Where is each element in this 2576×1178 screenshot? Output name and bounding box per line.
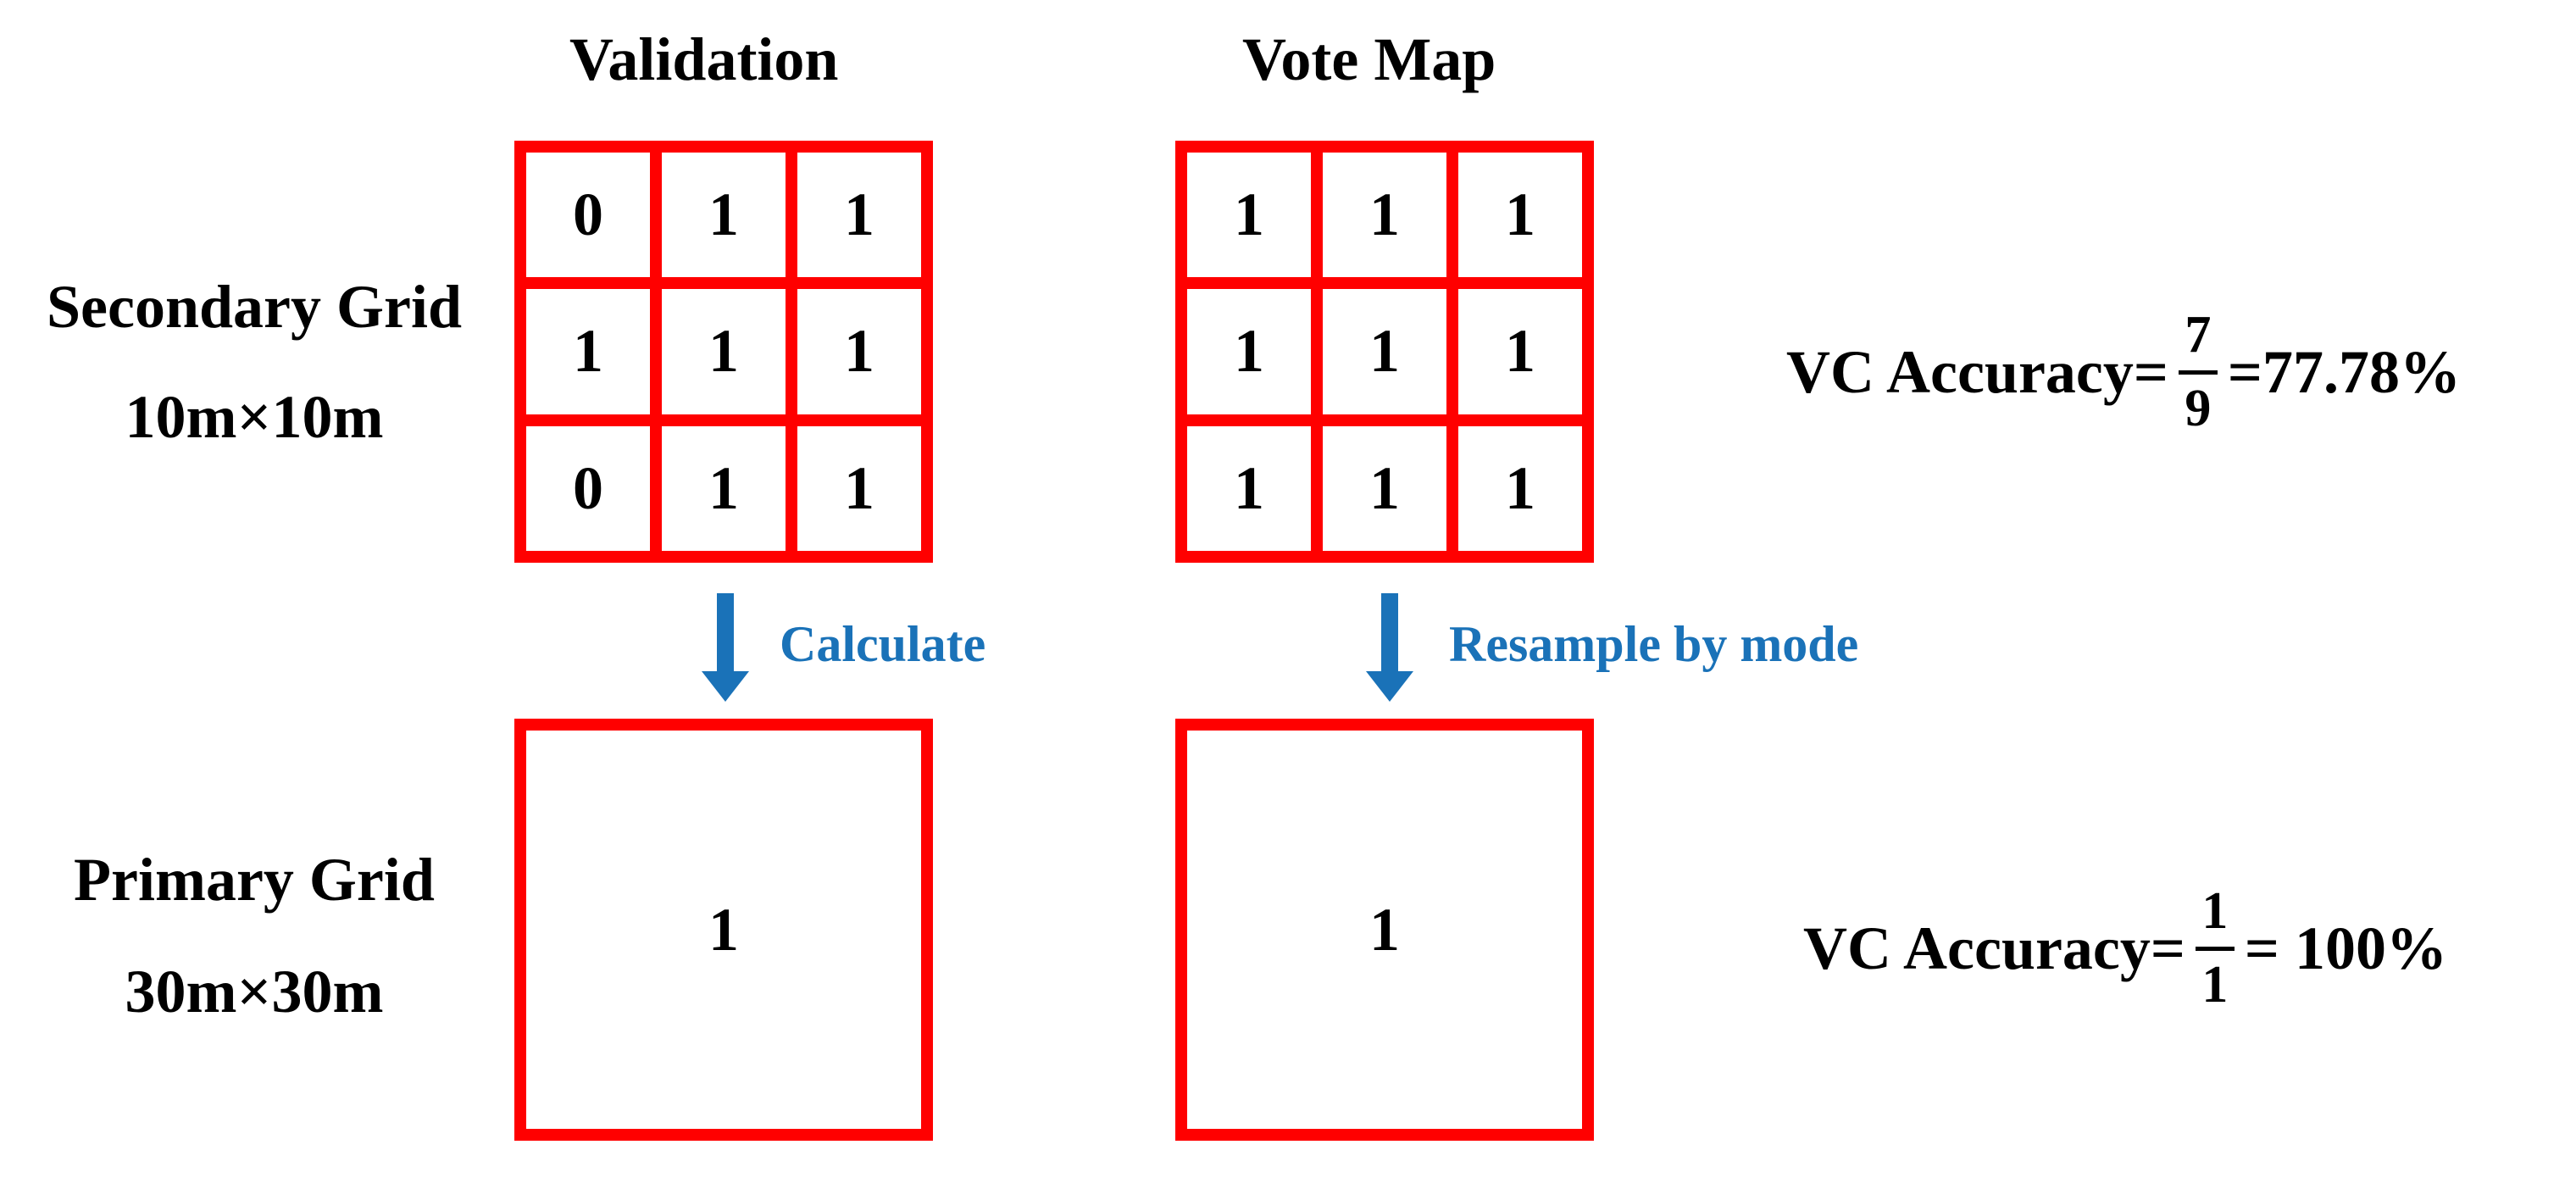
down-arrow-icon <box>1366 593 1413 702</box>
grid-cell: 1 <box>1181 147 1317 284</box>
primary-grid-label: Primary Grid <box>74 846 435 914</box>
validation-primary-box: 1 <box>514 719 933 1141</box>
fraction-bar <box>2195 946 2235 951</box>
primary-accuracy-formula: VC Accuracy= 1 1 = 100% <box>1803 882 2447 1014</box>
validation-heading: Validation <box>569 25 839 93</box>
calculate-label: Calculate <box>780 616 986 672</box>
accuracy-label: VC Accuracy= <box>1803 914 2185 982</box>
validation-secondary-grid: 0 1 1 1 1 1 0 1 1 <box>514 141 933 563</box>
fraction: 7 9 <box>2178 306 2218 437</box>
grid-cell: 1 <box>1317 283 1452 420</box>
secondary-grid-label: Secondary Grid <box>46 273 462 341</box>
grid-cell: 1 <box>791 420 927 557</box>
grid-cell: 1 <box>791 147 927 284</box>
numerator: 7 <box>2185 306 2212 364</box>
grid-cell: 0 <box>520 420 656 557</box>
denominator: 1 <box>2201 955 2229 1014</box>
secondary-grid-size: 10m×10m <box>125 383 384 451</box>
secondary-accuracy-formula: VC Accuracy= 7 9 =77.78% <box>1786 306 2461 437</box>
resample-by-mode-label: Resample by mode <box>1449 616 1859 672</box>
denominator: 9 <box>2185 379 2212 437</box>
primary-vote-map-value: 1 <box>1369 895 1400 964</box>
fraction-bar <box>2178 370 2218 375</box>
primary-validation-value: 1 <box>708 895 739 964</box>
grid-cell: 1 <box>1317 147 1452 284</box>
vote-map-secondary-grid: 1 1 1 1 1 1 1 1 1 <box>1175 141 1594 563</box>
grid-cell: 1 <box>1181 283 1317 420</box>
vote-map-primary-box: 1 <box>1175 719 1594 1141</box>
grid-cell: 1 <box>656 147 791 284</box>
numerator: 1 <box>2201 882 2229 941</box>
fraction: 1 1 <box>2195 882 2235 1014</box>
grid-cell: 1 <box>520 283 656 420</box>
vote-map-heading: Vote Map <box>1242 25 1496 93</box>
grid-cell: 1 <box>656 420 791 557</box>
grid-cell: 0 <box>520 147 656 284</box>
accuracy-result: =77.78% <box>2227 337 2461 406</box>
accuracy-result: = 100% <box>2244 914 2447 982</box>
grid-cell: 1 <box>1452 420 1588 557</box>
grid-cell: 1 <box>1452 283 1588 420</box>
grid-cell: 1 <box>656 283 791 420</box>
grid-cell: 1 <box>1317 420 1452 557</box>
down-arrow-icon <box>702 593 749 702</box>
grid-cell: 1 <box>791 283 927 420</box>
grid-cell: 1 <box>1181 420 1317 557</box>
grid-cell: 1 <box>1452 147 1588 284</box>
accuracy-label: VC Accuracy= <box>1786 337 2168 406</box>
primary-grid-size: 30m×30m <box>125 958 384 1025</box>
